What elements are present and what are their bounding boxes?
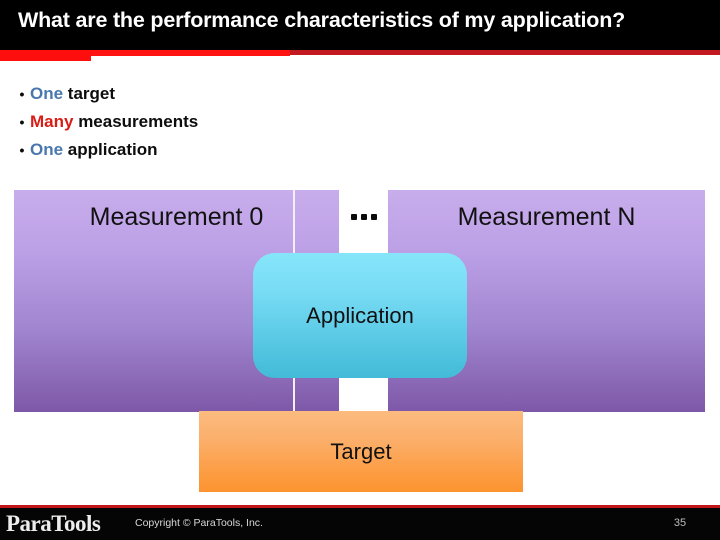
page-title: What are the performance characteristics… xyxy=(18,8,626,32)
ellipsis-dot xyxy=(350,214,357,220)
footer-bar xyxy=(0,508,720,540)
bullet-list: • One target • Many measurements • One a… xyxy=(14,84,434,168)
measurement-last-label: Measurement N xyxy=(457,203,636,231)
list-item: • One target xyxy=(14,84,434,112)
bullet-keyword: Many xyxy=(30,112,74,131)
measurement-first-label: Measurement 0 xyxy=(89,203,264,231)
ellipsis-dot xyxy=(360,214,367,220)
bullet-text: One application xyxy=(30,140,158,160)
bullet-marker-icon: • xyxy=(19,86,25,102)
application-box xyxy=(253,253,467,378)
target-box xyxy=(199,411,523,492)
paratools-logo: ParaTools xyxy=(6,511,101,536)
bullet-keyword: One xyxy=(30,140,64,159)
bullet-marker-icon: • xyxy=(19,142,25,158)
copyright-text: Copyright © ParaTools, Inc. xyxy=(135,517,263,529)
list-item: • One application xyxy=(14,140,434,168)
bullet-marker-icon: • xyxy=(19,114,25,130)
bullet-rest: target xyxy=(63,84,116,103)
bullet-text: One target xyxy=(30,84,115,104)
bullet-keyword: One xyxy=(30,84,64,103)
ellipsis-dot xyxy=(370,214,377,220)
accent-bar-thick xyxy=(0,50,91,61)
bullet-text: Many measurements xyxy=(30,112,198,132)
accent-bar-medium xyxy=(91,50,290,56)
list-item: • Many measurements xyxy=(14,112,434,140)
footer-rule xyxy=(0,505,720,508)
application-label: Application xyxy=(306,303,414,328)
bullet-rest: application xyxy=(63,140,158,159)
ellipsis-icon xyxy=(339,200,388,234)
header-bar xyxy=(0,0,720,50)
bullet-rest: measurements xyxy=(73,112,199,131)
accent-bar-thin xyxy=(290,50,720,55)
page-number: 35 xyxy=(673,517,687,529)
target-label: Target xyxy=(330,439,392,464)
